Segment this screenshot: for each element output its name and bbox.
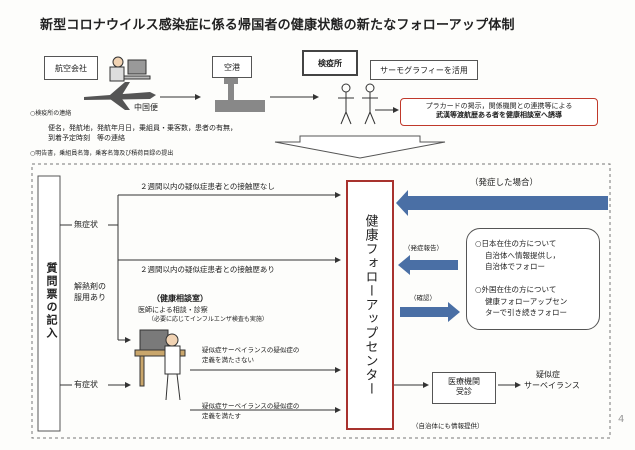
antipyretic-line2: 服用あり [74,293,106,302]
placard-line1: プラカードの掲示，関係機関との連携等による [425,102,573,110]
foreign-resident-title: ○外国在住の方について [475,285,557,294]
down-arrow [274,135,446,159]
page-title: 新型コロナウイルス感染症に係る帰国者の健康状態の新たなフォローアップ体制 [40,18,515,33]
doctor-illustration [134,329,186,401]
resident-info-box: ○日本在住の方について 自治体へ情報提供し， 自治体でフォロー ○外国在住の方に… [466,228,600,330]
not-suspected-line2: 定義を満たさない [202,356,254,364]
airport-illustration [215,78,265,112]
dashed-frame [31,163,611,439]
no-contact-label: ２週間以内の疑似症患者との接触歴なし [140,182,275,191]
foreign-resident-line2: ターで引き続きフォロー [485,308,568,317]
japan-resident-line1: 自治体へ情報提供し， [485,251,560,260]
page-number: 4 [618,414,625,425]
medical-line2: 受診 [456,387,472,396]
airplane-illustration [84,82,156,110]
japan-resident-line2: 自治体でフォロー [485,262,545,271]
consult-title: （健康相談室） [152,294,208,303]
questionnaire-label: 質問票の記入 [45,262,58,340]
followup-center-box: 健康フォローアップセンター [346,180,394,430]
thermography-box: サーモグラフィーを活用 [370,60,478,80]
with-contact-label: ２週間以内の疑似症患者との接触歴あり [140,265,275,274]
surveillance-line2: サーベイランス [524,381,580,390]
airline-staff-illustration [109,56,151,82]
medical-line1: 医療機関 [448,377,480,386]
info-to-local-label: （自治体にも情報提供） [412,422,484,430]
airline-box: 航空会社 [44,56,98,80]
foreign-resident-line1: 健康フォローアップセン [485,297,568,306]
medical-institution-box: 医療機関 受診 [432,372,496,404]
japan-resident-title: ○日本在住の方について [475,239,557,248]
surveillance-line1: 疑似症 [536,370,560,379]
suspected-line2: 定義を満たす [202,412,241,420]
officer-icons [338,83,378,125]
consult-line1: 医師による相談・診察 [138,306,208,314]
blue-arrow-report [398,255,458,275]
note-line2: 到着予定時刻 等の連絡 [48,134,125,142]
antipyretic-line1: 解熱剤の [74,282,106,291]
note-header: ○検疫所の連絡 [30,110,72,117]
followup-center-label: 健康フォローアップセンター [362,214,378,396]
if-onset-label: （発症した場合） [470,178,539,188]
suspected-line1: 疑似症サーベイランスの疑似症の [202,402,300,410]
airport-box: 空港 [212,56,252,78]
placard-box: プラカードの掲示，関係機関との連携等による 武漢等渡航歴ある者を健康相談室へ誘導 [400,98,598,126]
consult-line2: （必要に応じてインフルエンザ検査も実施） [148,316,268,323]
placard-line2: 武漢等渡航歴ある者を健康相談室へ誘導 [436,110,562,119]
note-line1: 便名，発航地，発航年月日，乗組員・乗客数，患者の有無， [48,124,237,132]
onset-report-label: （発症報告） [404,244,443,252]
not-suspected-line1: 疑似症サーベイランスの疑似症の [202,346,300,354]
symptomatic-label: 有症状 [74,380,98,389]
china-flight-label: 中国便 [134,103,158,112]
blue-arrow-onset [396,190,608,216]
quarantine-box: 検疫所 [302,50,358,76]
confirmation-label: （確認） [410,294,436,302]
blue-arrow-confirm [400,302,460,322]
asymptomatic-label: 無症状 [74,220,98,229]
note-bottom: ○明告書，乗組員名簿，乗客名簿及び積荷目録の提出 [30,150,174,157]
